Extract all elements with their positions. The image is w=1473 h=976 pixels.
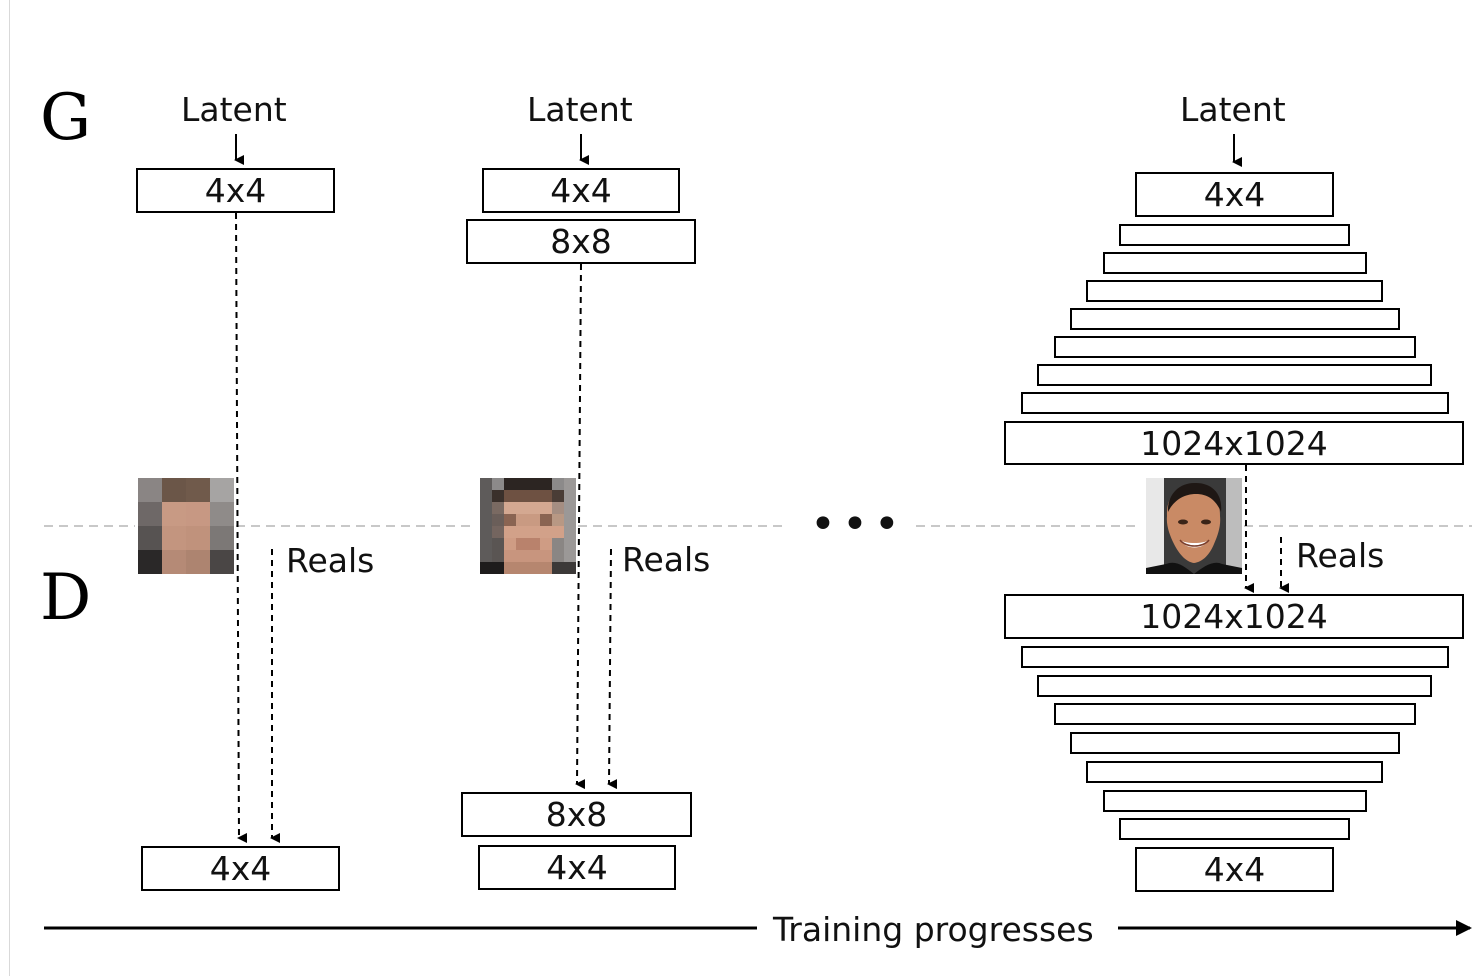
gen-intermediate-block [1070, 308, 1400, 330]
gen-intermediate-block [1054, 336, 1416, 358]
gen-block-4x4: 4x4 [136, 168, 335, 213]
ellipsis: ••• [810, 499, 906, 550]
latent-label: Latent [1180, 90, 1286, 129]
generator-label: G [40, 81, 92, 155]
reals-flow-2 [607, 548, 618, 790]
gen-intermediate-block [1086, 280, 1383, 302]
gen-intermediate-block [1037, 364, 1432, 386]
disc-block-8x8: 8x8 [461, 792, 692, 837]
gen-block-4x4: 4x4 [1135, 172, 1334, 217]
disc-intermediate-block [1070, 732, 1400, 754]
face-photo-1024x1024 [1146, 478, 1242, 574]
disc-intermediate-block [1103, 790, 1367, 812]
disc-block-4x4: 4x4 [1135, 847, 1334, 892]
disc-intermediate-block [1119, 818, 1350, 840]
disc-intermediate-block [1037, 675, 1432, 697]
gen-block-8x8: 8x8 [466, 219, 696, 264]
reals-label: Reals [286, 541, 375, 580]
latent-label: Latent [527, 90, 633, 129]
gen-block-4x4: 4x4 [482, 168, 680, 213]
disc-intermediate-block [1086, 761, 1383, 783]
gen-flow-1 [235, 212, 248, 843]
disc-intermediate-block [1021, 646, 1449, 668]
gen-intermediate-block [1103, 252, 1367, 274]
discriminator-label: D [40, 561, 92, 635]
gen-block-1024x1024: 1024x1024 [1004, 421, 1464, 465]
face-image-8x8 [480, 478, 576, 574]
training-progress-label: Training progresses [773, 910, 1094, 949]
frame-rule [9, 0, 10, 976]
gen-flow-2 [575, 263, 586, 790]
reals-label: Reals [622, 540, 711, 579]
gen-intermediate-block [1021, 392, 1449, 414]
reals-label: Reals [1296, 536, 1385, 575]
gen-intermediate-block [1119, 224, 1350, 246]
disc-block-1024x1024: 1024x1024 [1004, 594, 1464, 639]
disc-intermediate-block [1054, 703, 1416, 725]
disc-block-4x4: 4x4 [141, 846, 340, 891]
face-image-4x4 [138, 478, 234, 574]
disc-block-4x4: 4x4 [478, 845, 676, 890]
latent-label: Latent [181, 90, 287, 129]
